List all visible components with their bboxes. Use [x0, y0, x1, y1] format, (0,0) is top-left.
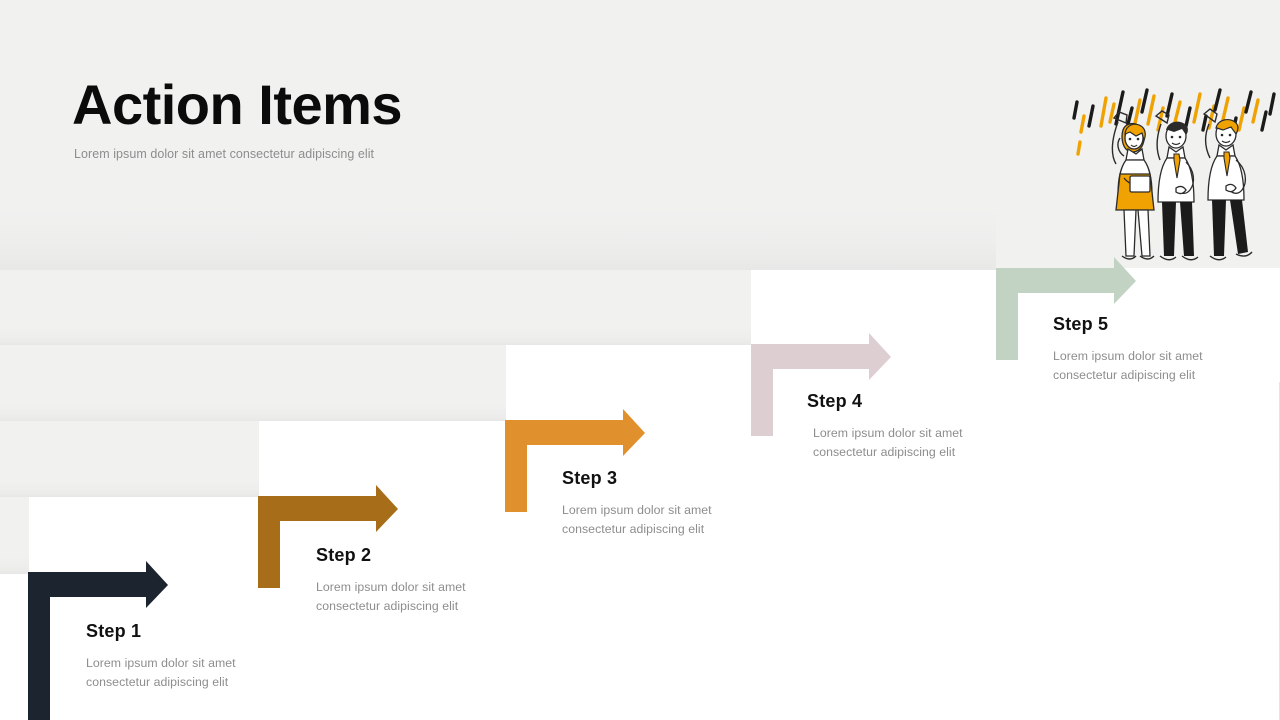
step-1-title: Step 1	[86, 621, 142, 641]
step-3-description: Lorem ipsum dolor sit amet consectetur a…	[562, 503, 712, 536]
step-1-description: Lorem ipsum dolor sit amet consectetur a…	[86, 656, 236, 689]
step-3-title: Step 3	[562, 468, 618, 488]
step-2-title: Step 2	[316, 545, 372, 565]
stair-tread-5-edge	[0, 0, 996, 270]
step-5-description: Lorem ipsum dolor sit amet consectetur a…	[1053, 349, 1203, 382]
step-item-5[interactable]: Step 5 Lorem ipsum dolor sit amet consec…	[1053, 314, 1268, 384]
headline-block: Action Items Lorem ipsum dolor sit amet …	[72, 73, 772, 164]
stair-tread-4	[0, 270, 751, 345]
page-title: Action Items	[72, 73, 403, 136]
stair-tread-2	[0, 421, 259, 497]
step-item-1[interactable]: Step 1 Lorem ipsum dolor sit amet consec…	[86, 621, 296, 691]
step-item-2[interactable]: Step 2 Lorem ipsum dolor sit amet consec…	[316, 545, 526, 615]
step-5-title: Step 5	[1053, 314, 1109, 334]
step-4-title: Step 4	[807, 391, 863, 411]
step-2-description: Lorem ipsum dolor sit amet consectetur a…	[316, 580, 466, 613]
step-item-3[interactable]: Step 3 Lorem ipsum dolor sit amet consec…	[562, 468, 772, 538]
stair-tread-1	[0, 497, 29, 574]
step-4-description: Lorem ipsum dolor sit amet consectetur a…	[813, 426, 963, 459]
celebrating-team-illustration	[1068, 78, 1280, 283]
step-1-arrow	[28, 561, 168, 720]
step-item-4[interactable]: Step 4 Lorem ipsum dolor sit amet consec…	[807, 391, 1022, 461]
step-5-arrow	[996, 257, 1136, 360]
step-3-arrow	[505, 409, 645, 512]
step-4-arrow	[751, 333, 891, 436]
stair-tread-3	[0, 345, 506, 421]
step-2-arrow	[258, 485, 398, 588]
page-subtitle: Lorem ipsum dolor sit amet consectetur a…	[74, 147, 375, 162]
